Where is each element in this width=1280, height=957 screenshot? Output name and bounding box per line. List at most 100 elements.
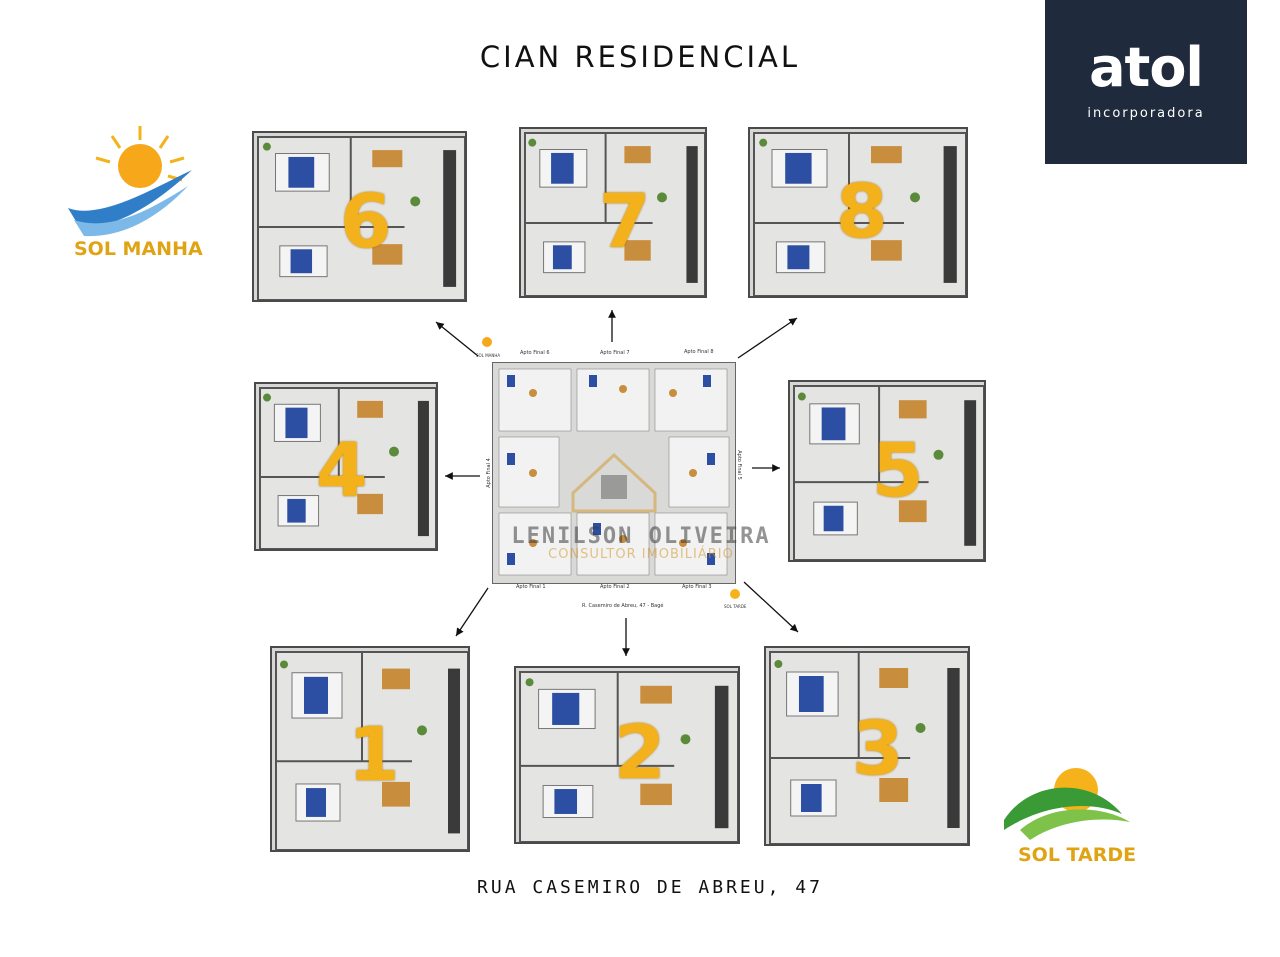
plant-icon bbox=[528, 138, 537, 147]
table-icon bbox=[640, 783, 672, 806]
floor-plan-5-drawing bbox=[793, 385, 984, 560]
apt-number-3: 3 bbox=[852, 706, 904, 792]
counter-icon bbox=[714, 685, 729, 829]
floor-plan-7-drawing bbox=[524, 132, 705, 296]
label-final3: Apto Final 3 bbox=[682, 584, 712, 590]
bed-icon bbox=[552, 245, 572, 270]
counter-icon bbox=[443, 150, 457, 287]
label-final5: Apto Final 5 bbox=[735, 450, 742, 480]
arrow-to-1 bbox=[455, 587, 489, 637]
sun-afternoon-label: SOL TARDE bbox=[1018, 844, 1137, 866]
label-final7: Apto Final 7 bbox=[600, 350, 630, 356]
site-plan bbox=[492, 362, 736, 584]
site-sun-afternoon-label: SOL TARDE bbox=[724, 604, 747, 609]
bed-icon bbox=[287, 498, 306, 523]
floor-plan-2-drawing bbox=[519, 671, 738, 842]
table-icon bbox=[624, 240, 651, 261]
bed-icon bbox=[306, 788, 326, 817]
floor-plan-4-drawing bbox=[259, 387, 436, 549]
bed-icon bbox=[823, 505, 844, 532]
label-final8: Apto Final 8 bbox=[684, 349, 714, 355]
site-sun-afternoon-icon bbox=[726, 586, 744, 604]
floor-plan-1-drawing bbox=[275, 651, 468, 850]
counter-icon bbox=[448, 668, 460, 834]
watermark-name: LENILSON OLIVEIRA bbox=[511, 524, 771, 549]
bed-icon bbox=[304, 676, 328, 714]
bed-icon bbox=[288, 156, 315, 188]
counter-icon bbox=[964, 400, 977, 546]
arrow-to-8 bbox=[737, 317, 798, 359]
table-icon bbox=[382, 668, 410, 690]
plant-icon bbox=[410, 196, 421, 207]
table-icon bbox=[372, 244, 403, 265]
counter-icon bbox=[947, 668, 960, 828]
atol-logo: atol incorporadora bbox=[1045, 0, 1247, 164]
floor-plan-1: 1 bbox=[270, 646, 470, 852]
counter-icon bbox=[943, 146, 957, 283]
bed-icon bbox=[554, 789, 578, 814]
table-icon bbox=[879, 668, 909, 688]
counter-icon bbox=[417, 400, 429, 537]
label-final1: Apto Final 1 bbox=[516, 584, 546, 590]
watermark-role: CONSULTOR IMOBILIÁRIO bbox=[548, 547, 734, 562]
plant-icon bbox=[280, 660, 288, 669]
apt-number-6: 6 bbox=[340, 179, 392, 265]
bed-icon bbox=[798, 676, 824, 712]
label-final6: Apto Final 6 bbox=[520, 350, 550, 356]
plant-icon bbox=[774, 660, 783, 668]
floor-plan-6-drawing bbox=[257, 136, 465, 300]
floor-plan-2: 2 bbox=[514, 666, 740, 844]
bed-icon bbox=[285, 407, 308, 439]
table-icon bbox=[898, 500, 927, 523]
logo-subtitle: incorporadora bbox=[1087, 106, 1205, 121]
bed-icon bbox=[787, 245, 810, 270]
sun-afternoon-icon bbox=[1004, 768, 1130, 840]
apt-number-7: 7 bbox=[599, 179, 651, 265]
table-icon bbox=[357, 493, 383, 515]
apt-number-5: 5 bbox=[872, 428, 924, 514]
apt-number-1: 1 bbox=[348, 712, 400, 798]
apt-number-2: 2 bbox=[614, 710, 666, 796]
label-final2: Apto Final 2 bbox=[600, 584, 630, 590]
plant-icon bbox=[797, 392, 806, 401]
plant-icon bbox=[389, 446, 399, 457]
bed-icon bbox=[551, 152, 574, 184]
floor-plan-3-drawing bbox=[769, 651, 968, 844]
site-sun-morning-icon bbox=[478, 334, 496, 352]
plant-icon bbox=[915, 723, 926, 733]
plant-icon bbox=[262, 142, 271, 151]
bed-icon bbox=[552, 692, 580, 725]
sun-morning-icon bbox=[68, 126, 192, 237]
table-icon bbox=[624, 146, 651, 164]
plant-icon bbox=[910, 192, 920, 203]
apt-number-8: 8 bbox=[836, 169, 888, 255]
plant-icon bbox=[657, 192, 667, 203]
plant-icon bbox=[759, 138, 768, 147]
logo-brand: atol bbox=[1089, 36, 1204, 99]
plant-icon bbox=[263, 393, 272, 402]
bed-icon bbox=[785, 152, 812, 184]
table-icon bbox=[357, 400, 383, 418]
floor-plan-4: 4 bbox=[254, 382, 438, 551]
floor-plan-3: 3 bbox=[764, 646, 970, 846]
apt-number-4: 4 bbox=[316, 428, 368, 514]
table-icon bbox=[898, 400, 927, 419]
table-icon bbox=[382, 781, 410, 807]
bed-icon bbox=[821, 407, 846, 441]
floor-plan-7: 7 bbox=[519, 127, 707, 298]
site-plan-drawing bbox=[498, 368, 730, 576]
street-address: RUA CASEMIRO DE ABREU, 47 bbox=[477, 877, 823, 898]
plant-icon bbox=[933, 449, 944, 460]
table-icon bbox=[871, 240, 902, 261]
site-sun-morning-label: SOL MANHA bbox=[476, 353, 501, 358]
sun-afternoon-logo: SOL TARDE bbox=[1000, 760, 1150, 880]
label-street: R. Casemiro de Abreu, 47 - Bagé bbox=[582, 603, 664, 609]
arrow-to-3 bbox=[743, 581, 799, 633]
counter-icon bbox=[686, 146, 698, 283]
sun-morning-logo: SOL MANHA bbox=[60, 120, 210, 270]
sun-morning-label: SOL MANHA bbox=[74, 238, 203, 260]
table-icon bbox=[640, 685, 672, 704]
arrow-to-6 bbox=[435, 321, 479, 357]
table-icon bbox=[871, 146, 902, 164]
